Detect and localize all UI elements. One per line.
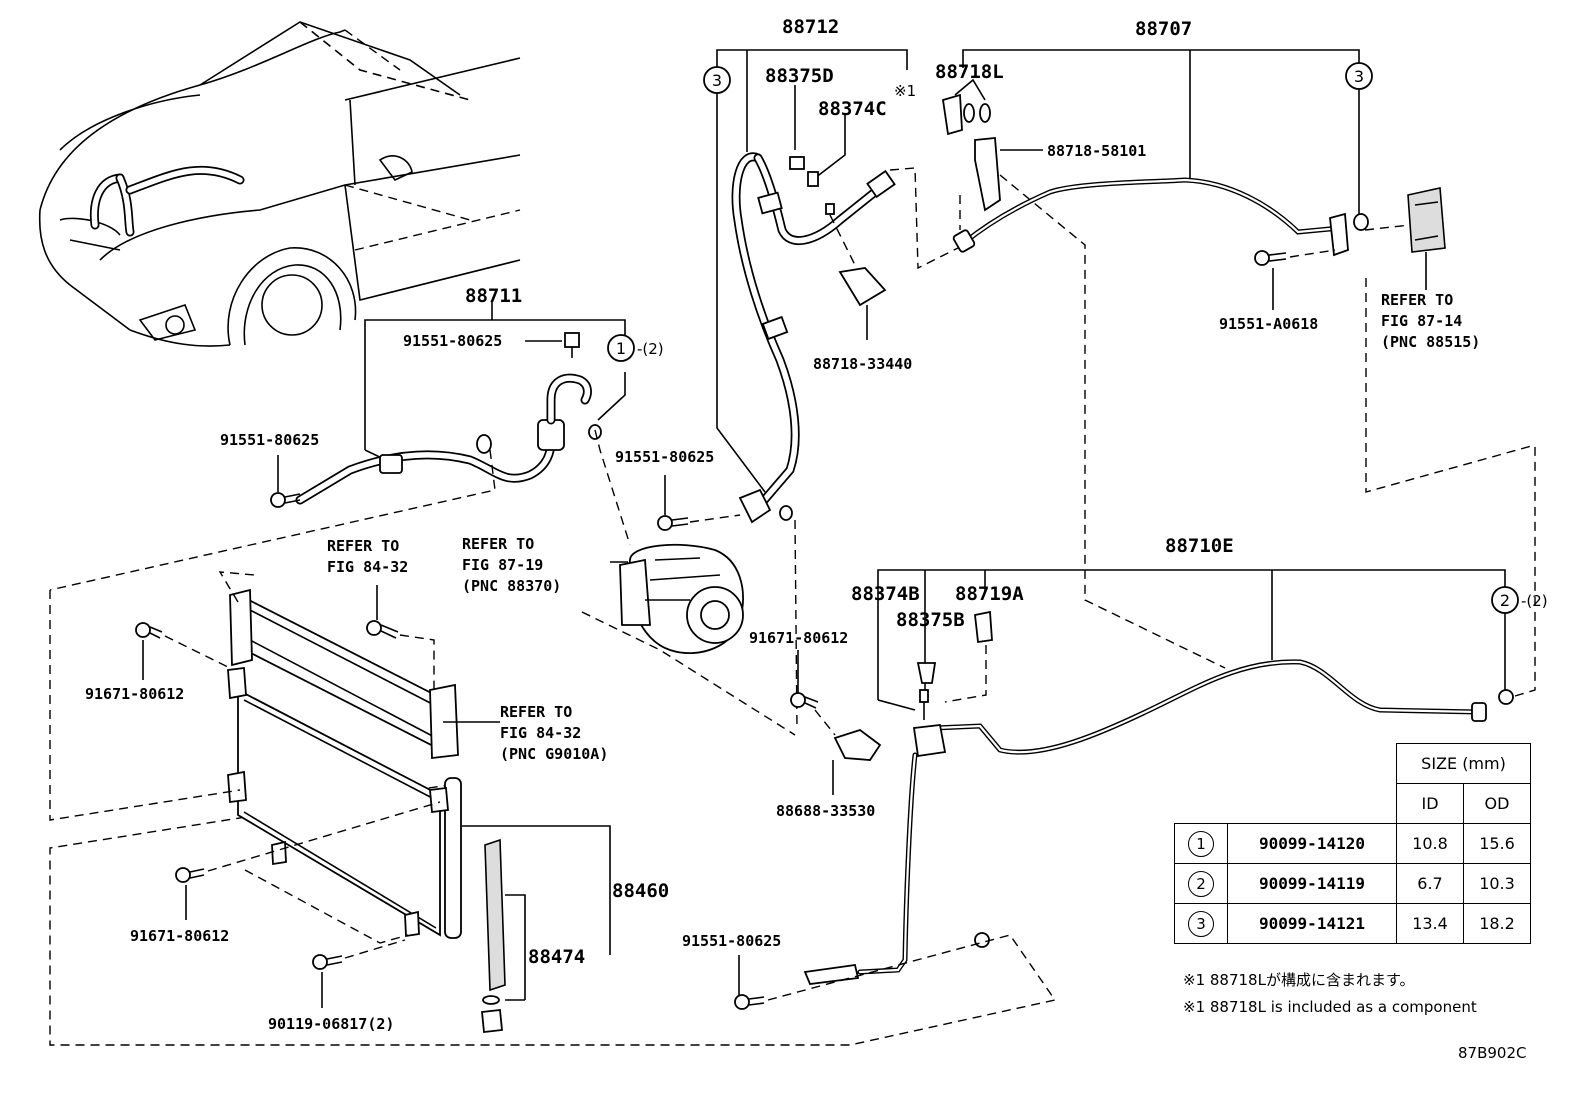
label-91551-a0618: 91551-A0618 [1219, 315, 1318, 333]
svg-text:(PNC 88515): (PNC 88515) [1381, 333, 1480, 351]
label-91671-80612-a: 91671-80612 [749, 629, 848, 647]
label-88374c: 88374C [818, 98, 887, 120]
label-88474: 88474 [528, 946, 585, 968]
drawing-number: 87B902C [1458, 1044, 1526, 1062]
label-90119-06817: 90119-06817(2) [268, 1015, 394, 1033]
label-88375d: 88375D [765, 65, 834, 87]
expansion-valve-block [1365, 187, 1536, 493]
label-88374b: 88374B [851, 583, 920, 605]
label-qty-2: -(2) [637, 340, 664, 358]
label-91551-80625-d: 91551-80625 [682, 932, 781, 950]
refer-fig-84-32-a: REFER TO FIG 84-32 [327, 537, 408, 576]
bolt-91551-80625-bottom [49, 784, 1057, 1046]
oring-callout-1: 1 [607, 334, 635, 362]
bolt-91671-80612-center [790, 650, 819, 709]
vehicle-outline [38, 21, 521, 347]
bolt-small-refer-84-32 [366, 585, 435, 695]
bolt-91671-80612-left-bottom [175, 801, 441, 920]
label-88711: 88711 [465, 285, 522, 307]
bolt-91671-80612-left-top [135, 622, 231, 680]
svg-text:3: 3 [712, 71, 722, 90]
pipe-88707 [941, 49, 1411, 669]
oring-callout-3-right: 3 [1345, 62, 1373, 90]
size-header: SIZE (mm) [1396, 743, 1531, 784]
inner-diameter: 13.4 [1396, 903, 1464, 944]
dryer-88474 [481, 838, 526, 1033]
svg-text:REFER TO: REFER TO [327, 537, 399, 555]
part-number: 90099-14121 [1227, 903, 1397, 944]
label-88719a: 88719A [955, 583, 1024, 605]
svg-text:FIG 87-19: FIG 87-19 [462, 556, 543, 574]
refer-fig-87-19: REFER TO FIG 87-19 (PNC 88370) [462, 535, 561, 595]
bolt-91551-80625-compressor [657, 475, 741, 531]
label-88707: 88707 [1135, 18, 1192, 40]
oring-ref: 1 [1188, 830, 1214, 857]
table-row: 3 90099-14121 13.4 18.2 [1174, 903, 1531, 944]
svg-text:(PNC 88370): (PNC 88370) [462, 577, 561, 595]
inner-diameter: 6.7 [1396, 863, 1464, 904]
part-number: 90099-14119 [1227, 863, 1397, 904]
oring-ref: 3 [1188, 910, 1214, 937]
oring-callout-2: 2 [1491, 586, 1519, 614]
bolt-90119-06817 [312, 939, 406, 1008]
pipe-88710e [803, 445, 1536, 985]
svg-text:REFER TO: REFER TO [1381, 291, 1453, 309]
hose-88711 [49, 300, 626, 591]
refer-fig-87-14: REFER TO FIG 87-14 (PNC 88515) [1381, 291, 1480, 351]
label-91551-80625-a: 91551-80625 [403, 332, 502, 350]
note-japanese: ※1 88718Lが構成に含まれます。 [1183, 971, 1414, 989]
outer-diameter: 15.6 [1463, 823, 1531, 864]
svg-text:2: 2 [1500, 591, 1510, 610]
oring-size-table: SIZE (mm) ID OD 1 90099-14120 10.8 15.6 … [1174, 743, 1531, 944]
oring-ref: 2 [1188, 870, 1214, 897]
col-id-header: ID [1396, 783, 1464, 824]
oring-callout-3-left: 3 [703, 66, 731, 94]
label-88710e: 88710E [1165, 535, 1234, 557]
refer-fig-84-32-b: REFER TO FIG 84-32 (PNC G9010A) [500, 703, 608, 763]
compressor [581, 429, 796, 736]
col-od-header: OD [1463, 783, 1531, 824]
svg-text:FIG 87-14: FIG 87-14 [1381, 312, 1462, 330]
inner-diameter: 10.8 [1396, 823, 1464, 864]
outer-diameter: 18.2 [1463, 903, 1531, 944]
label-88375b: 88375B [896, 609, 965, 631]
label-88688-33530: 88688-33530 [776, 802, 875, 820]
svg-text:3: 3 [1354, 67, 1364, 86]
bolt-91551-a0618 [1254, 249, 1336, 310]
note-english: ※1 88718L is included as a component [1183, 998, 1477, 1016]
label-88712: 88712 [782, 16, 839, 38]
svg-text:REFER TO: REFER TO [500, 703, 572, 721]
bolt-91551-80625-left [270, 455, 301, 508]
hose-88712 [716, 49, 959, 731]
label-88460: 88460 [612, 880, 669, 902]
label-88718-58101: 88718-58101 [1047, 142, 1146, 160]
label-91551-80625-c: 91551-80625 [615, 448, 714, 466]
svg-text:1: 1 [616, 339, 626, 358]
table-row: 2 90099-14119 6.7 10.3 [1174, 863, 1531, 904]
svg-text:FIG 84-32: FIG 84-32 [327, 558, 408, 576]
label-88718-33440: 88718-33440 [813, 355, 912, 373]
part-number: 90099-14120 [1227, 823, 1397, 864]
svg-text:FIG 84-32: FIG 84-32 [500, 724, 581, 742]
label-note-ref: ※1 [894, 82, 916, 100]
svg-text:(PNC G9010A): (PNC G9010A) [500, 745, 608, 763]
label-91551-80625-b: 91551-80625 [220, 431, 319, 449]
svg-text:REFER TO: REFER TO [462, 535, 534, 553]
label-qty-2b: -(2) [1521, 592, 1548, 610]
label-91671-80612-b: 91671-80612 [85, 685, 184, 703]
outer-diameter: 10.3 [1463, 863, 1531, 904]
label-91671-80612-c: 91671-80612 [130, 927, 229, 945]
label-88718l: 88718L [935, 61, 1004, 83]
condenser-88460 [49, 571, 611, 955]
bracket-88688-33530 [814, 709, 882, 795]
table-row: 1 90099-14120 10.8 15.6 [1174, 823, 1531, 864]
